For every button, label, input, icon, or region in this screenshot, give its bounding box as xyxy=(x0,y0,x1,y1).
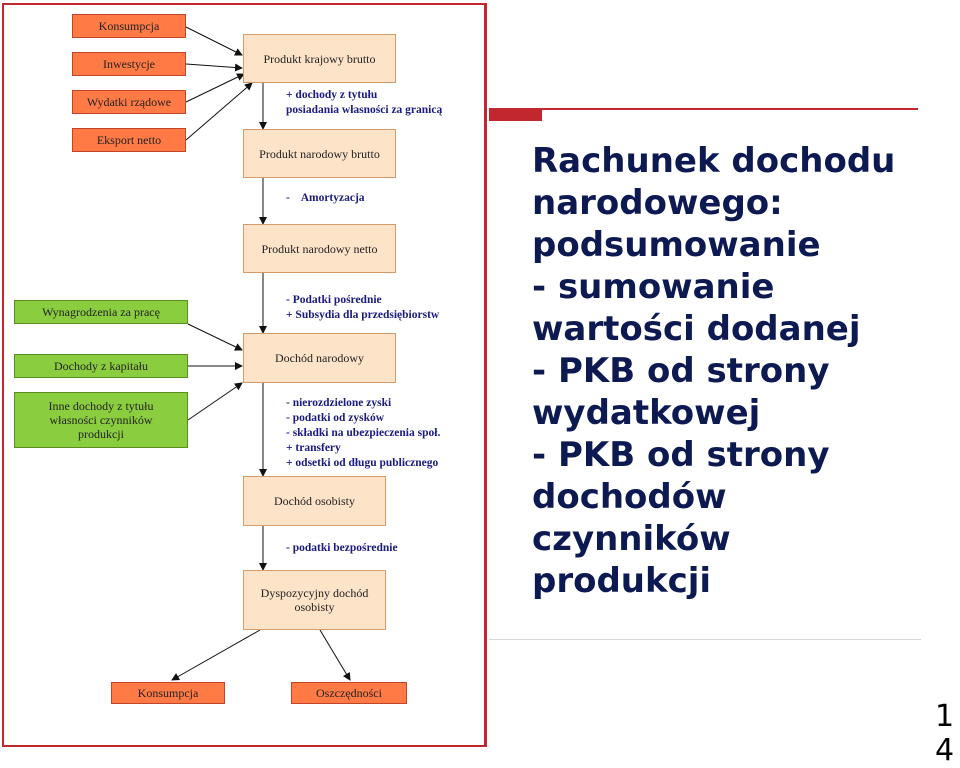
slide-line: wartości dodanej xyxy=(532,309,861,349)
arrow-ddo-konsumpcja xyxy=(171,629,261,681)
output-konsumpcja: Konsumpcja xyxy=(111,682,225,704)
output-oszczednosci: Oszczędności xyxy=(291,682,407,704)
slide-line: narodowego: xyxy=(532,183,783,223)
stage-pnb: Produkt narodowy brutto xyxy=(243,129,396,178)
slide-line: produkcji xyxy=(532,561,712,601)
slide-title-block: Rachunek dochodu narodowego: podsumowani… xyxy=(532,140,952,602)
flow-arrows xyxy=(171,26,351,681)
slide-line: czynników xyxy=(532,519,731,559)
input-dochody-kapital: Dochody z kapitału xyxy=(14,354,188,378)
arrow-inwestycje xyxy=(185,63,243,72)
arrow-eksport xyxy=(185,82,253,141)
input-wynagrodzenia: Wynagrodzenia za pracę xyxy=(14,300,188,324)
page-number: 1 4 xyxy=(935,699,955,768)
input-konsumpcja: Konsumpcja xyxy=(72,14,186,38)
stage-pkb: Produkt krajowy brutto xyxy=(243,34,396,83)
stage-pnn: Produkt narodowy netto xyxy=(243,224,396,273)
slide-line: podsumowanie xyxy=(532,225,821,265)
bottom-divider xyxy=(489,639,921,640)
slide-line: dochodów xyxy=(532,477,727,517)
note-podatki-bezposrednie: - podatki bezpośrednie xyxy=(286,542,398,554)
stage-dochod-narodowy: Dochód narodowy xyxy=(243,333,396,383)
slide-line: - PKB od strony xyxy=(532,435,830,475)
stage-dochod-osobisty: Dochód osobisty xyxy=(243,476,386,526)
note-dochody-zagranica: + dochody z tytułu posiadania własności … xyxy=(286,89,443,116)
input-inwestycje: Inwestycje xyxy=(72,52,186,76)
accent-bar xyxy=(489,108,917,121)
slide-line: Rachunek dochodu xyxy=(532,141,896,181)
slide-line: - PKB od strony xyxy=(532,351,830,391)
arrow-ddo-oszczednosci xyxy=(319,629,351,681)
note-amortyzacja: - Amortyzacja xyxy=(286,192,365,204)
input-inne-dochody: Inne dochody z tytułu własności czynnikó… xyxy=(14,392,188,448)
input-eksport-netto: Eksport netto xyxy=(72,128,186,152)
arrow-wydatki xyxy=(185,73,245,103)
input-wydatki-rzadowe: Wydatki rządowe xyxy=(72,90,186,114)
slide-line: wydatkowej xyxy=(532,393,761,433)
note-podatki-posrednie: - Podatki pośrednie + Subsydia dla przed… xyxy=(286,294,440,321)
slide-line: - sumowanie xyxy=(532,267,775,307)
note-odliczenia: - nierozdzielone zyski - podatki od zysk… xyxy=(286,397,441,469)
stage-dyspozycyjny: Dyspozycyjny dochód osobisty xyxy=(243,570,386,630)
accent-line xyxy=(542,108,918,110)
arrow-konsumpcja xyxy=(185,26,243,56)
arrow-inne-dochody xyxy=(187,382,243,421)
arrow-wynagrodzenia xyxy=(187,323,243,351)
